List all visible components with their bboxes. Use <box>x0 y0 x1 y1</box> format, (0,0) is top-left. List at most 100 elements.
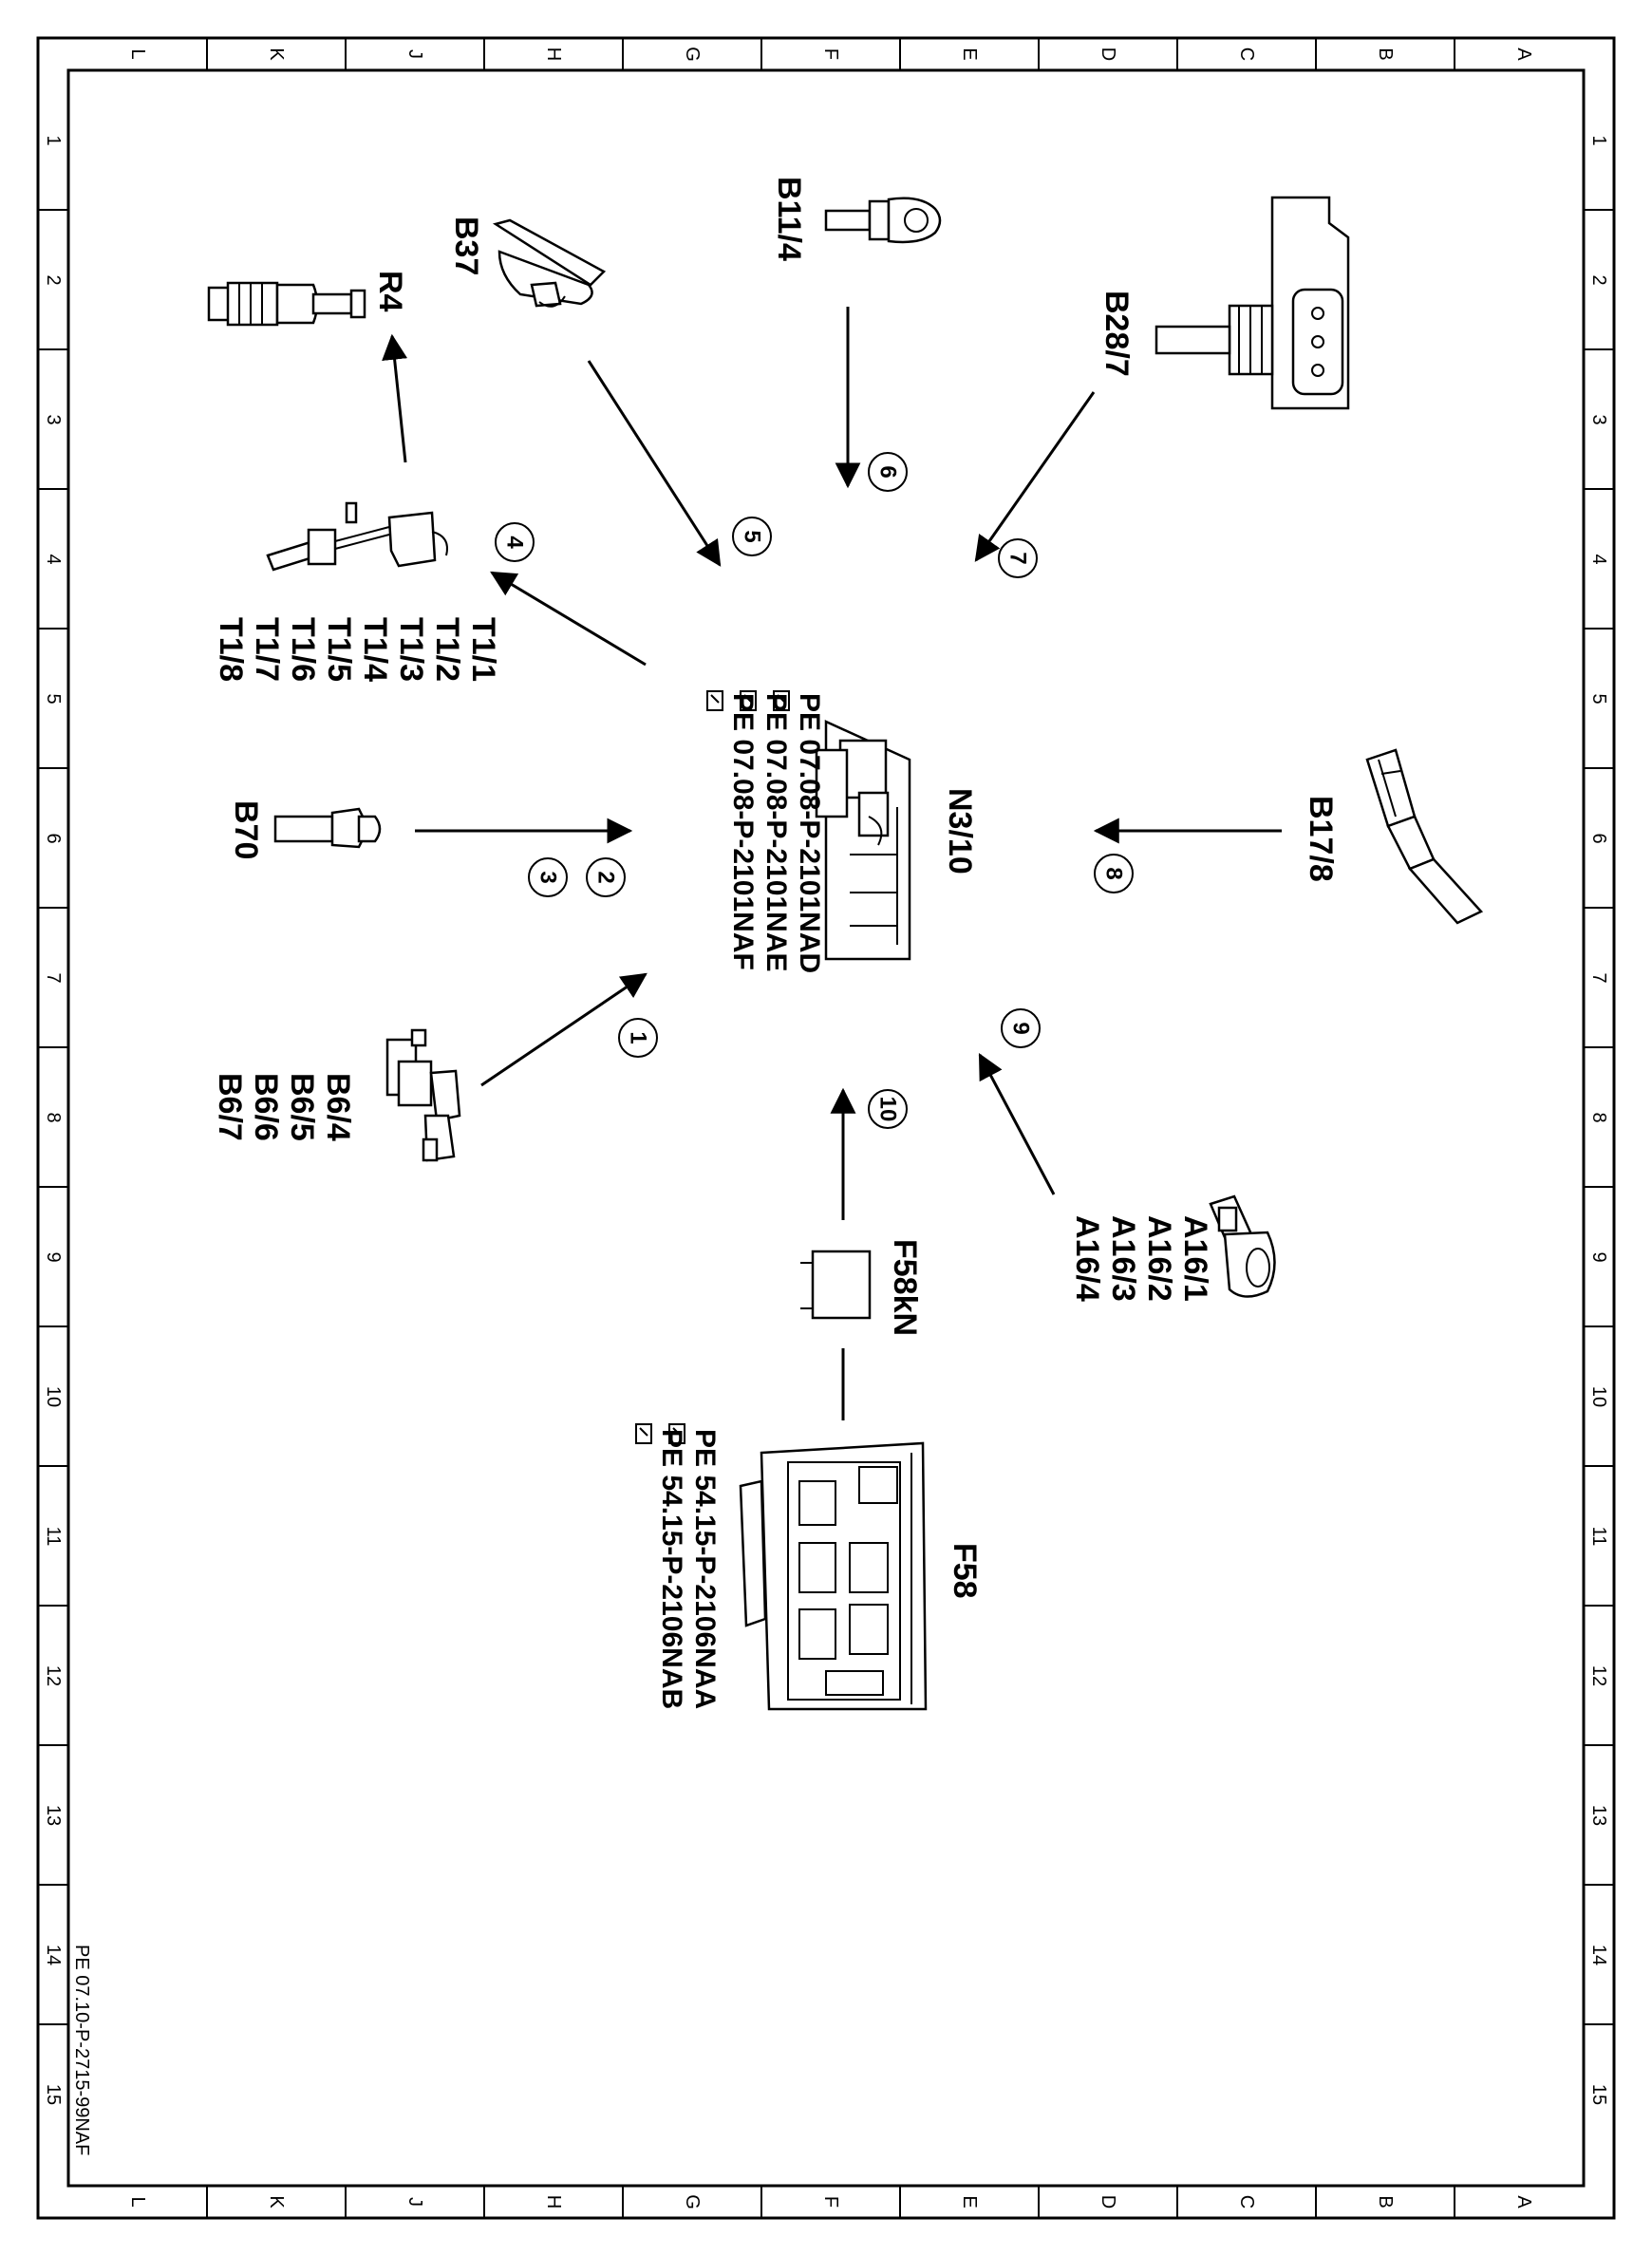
svg-text:B6/4: B6/4 <box>320 1073 356 1141</box>
column-label: E <box>959 47 980 60</box>
column-label: D <box>1098 2195 1118 2209</box>
row-label: 10 <box>43 1386 64 1407</box>
number-circle-7: 7 <box>998 538 1038 578</box>
connection-numbers: 1 2 3 4 5 6 7 8 <box>495 452 1134 1129</box>
knock-sensor-a16-drawing <box>1209 1194 1276 1298</box>
column-label: B <box>1375 47 1396 60</box>
ignition-coil-labels: T1/1 T1/2 T1/3 T1/4 T1/5 T1/6 T1/7 T1/8 <box>213 617 501 682</box>
row-label: 5 <box>43 693 64 704</box>
svg-text:A16/1: A16/1 <box>1177 1215 1213 1302</box>
row-label: 13 <box>1588 1805 1609 1826</box>
control-unit-refs: PE 07.08-P-2101NAD PE 07.08-P-2101NAE PE… <box>727 693 825 973</box>
svg-text:A16/3: A16/3 <box>1105 1215 1141 1302</box>
sensor-b6-drawing <box>385 1028 461 1162</box>
ref-link[interactable]: PE 07.08-P-2101NAD <box>794 693 825 973</box>
column-label: H <box>543 2195 564 2209</box>
row-label: 15 <box>1588 2084 1609 2105</box>
row-label: 2 <box>43 274 64 285</box>
number-circle-3: 3 <box>528 857 568 897</box>
sensor-b37-label: B37 <box>448 216 484 275</box>
hand-pointer-icon <box>773 690 790 711</box>
svg-text:8: 8 <box>1101 867 1127 879</box>
row-label: 9 <box>1588 1251 1609 1262</box>
sensor-b28-7-drawing <box>1155 196 1350 410</box>
column-label: G <box>682 2194 703 2209</box>
arrow-7 <box>974 391 1096 562</box>
column-grid: L K J H G F E D C B A L K J H G F E D C … <box>127 38 1534 2218</box>
doc-ref-icons <box>706 690 790 711</box>
fuse-box-ref-icons <box>635 1423 685 1444</box>
svg-text:A16/4: A16/4 <box>1069 1215 1105 1302</box>
svg-text:T1/6: T1/6 <box>285 617 321 682</box>
fuse-box-label: F58 <box>947 1543 983 1599</box>
document-id: PE 07.10-P-2715-99NAF <box>71 1945 92 2155</box>
fuse-label: F58kN <box>887 1239 923 1336</box>
svg-text:7: 7 <box>1005 552 1031 564</box>
row-label: 14 <box>43 1945 64 1965</box>
row-label: 7 <box>43 972 64 983</box>
svg-text:B6/7: B6/7 <box>212 1073 248 1141</box>
row-label: 13 <box>43 1805 64 1826</box>
arrow-5 <box>587 360 722 567</box>
svg-text:T1/5: T1/5 <box>321 617 357 682</box>
hand-pointer-icon <box>635 1423 652 1444</box>
knock-sensor-labels: A16/1 A16/2 A16/3 A16/4 <box>1069 1215 1213 1302</box>
number-circle-4: 4 <box>495 522 535 562</box>
control-unit-n3-10-drawing <box>815 720 911 961</box>
spark-plug-r4-drawing <box>207 281 366 327</box>
ref-link[interactable]: PE 07.08-P-2101NAE <box>760 693 792 972</box>
svg-text:B6/5: B6/5 <box>284 1073 320 1141</box>
number-circle-6: 6 <box>868 452 908 492</box>
ref-link[interactable]: PE 54.15-P-2106NAB <box>656 1429 687 1709</box>
row-label: 2 <box>1588 274 1609 285</box>
fuse-box-refs: PE 54.15-P-2106NAA PE 54.15-P-2106NAB <box>656 1429 721 1709</box>
ref-link[interactable]: PE 54.15-P-2106NAA <box>689 1429 721 1709</box>
hand-pointer-icon <box>740 690 757 711</box>
drawing-border <box>36 36 1616 2220</box>
row-label: 11 <box>43 1527 64 1547</box>
row-label: 5 <box>1588 693 1609 704</box>
row-label: 1 <box>1588 135 1609 145</box>
svg-text:T1/4: T1/4 <box>357 617 393 682</box>
column-label: L <box>127 2196 148 2207</box>
spark-plug-label: R4 <box>372 271 408 312</box>
arrow-r4 <box>382 333 408 463</box>
row-label: 4 <box>43 554 64 564</box>
control-unit-label: N3/10 <box>942 788 978 874</box>
number-circle-2: 2 <box>586 857 626 897</box>
sensor-b17-8-drawing <box>1365 748 1484 925</box>
svg-text:T1/2: T1/2 <box>429 617 465 682</box>
arrow-4 <box>490 571 647 667</box>
sensor-b28-7-label: B28/7 <box>1098 291 1135 377</box>
svg-text:T1/1: T1/1 <box>465 617 501 682</box>
svg-text:2: 2 <box>593 871 619 883</box>
column-label: L <box>127 48 148 59</box>
column-label: H <box>543 47 564 61</box>
column-label: A <box>1513 47 1534 61</box>
number-circle-10: 10 <box>868 1089 908 1129</box>
camshaft-sensor-labels: B6/4 B6/5 B6/6 B6/7 <box>212 1073 356 1141</box>
hand-pointer-icon <box>706 690 723 711</box>
svg-text:A16/2: A16/2 <box>1141 1215 1177 1302</box>
column-label: E <box>959 2195 980 2208</box>
column-label: F <box>820 48 841 60</box>
svg-text:4: 4 <box>502 536 528 549</box>
sensor-b17-8-label: B17/8 <box>1303 796 1339 882</box>
sensor-b70-label: B70 <box>228 800 264 859</box>
svg-text:6: 6 <box>875 465 901 478</box>
row-label: 11 <box>1588 1527 1609 1547</box>
svg-text:9: 9 <box>1008 1022 1034 1034</box>
ref-link[interactable]: PE 07.08-P-2101NAF <box>727 693 759 970</box>
column-label: G <box>682 47 703 62</box>
row-label: 6 <box>1588 833 1609 843</box>
ignition-coil-t1-drawing <box>266 501 448 572</box>
arrow-9 <box>978 1053 1056 1195</box>
row-label: 15 <box>43 2084 64 2105</box>
number-circle-8: 8 <box>1094 854 1134 893</box>
svg-text:10: 10 <box>875 1097 901 1122</box>
column-label: J <box>404 49 425 59</box>
svg-text:5: 5 <box>740 530 765 542</box>
row-label: 12 <box>43 1665 64 1686</box>
column-label: F <box>820 2196 841 2208</box>
column-label: C <box>1236 2195 1257 2209</box>
